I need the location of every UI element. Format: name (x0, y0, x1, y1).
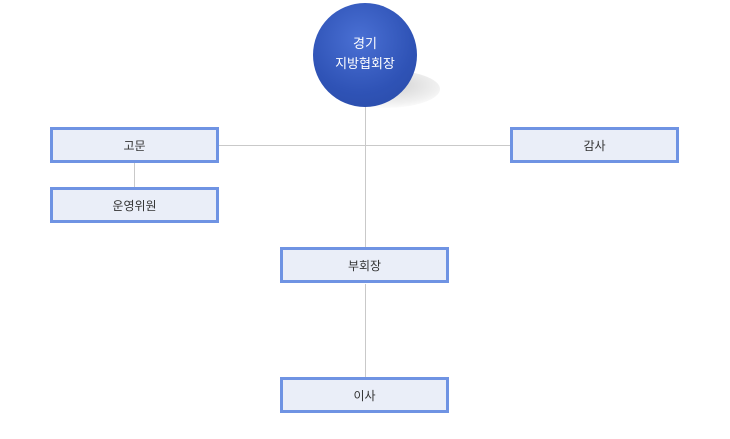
node-auditor-label: 감사 (583, 138, 606, 153)
node-vice-president: 부회장 (280, 247, 449, 283)
connector-advisor-committee (134, 163, 135, 187)
node-advisor-label: 고문 (123, 138, 146, 153)
connector-horizontal-branch (219, 145, 511, 146)
node-auditor: 감사 (510, 127, 679, 163)
root-node-title-line1: 경기 (353, 37, 377, 52)
node-director: 이사 (280, 377, 449, 413)
root-node-president: 경기 지방협회장 (313, 3, 417, 107)
connector-root-trunk (365, 104, 366, 247)
node-vice-president-label: 부회장 (347, 258, 382, 273)
node-committee-label: 운영위원 (112, 198, 157, 213)
root-node-title-line2: 지방협회장 (335, 57, 395, 72)
node-director-label: 이사 (353, 388, 376, 403)
node-committee: 운영위원 (50, 187, 219, 223)
node-advisor: 고문 (50, 127, 219, 163)
connector-vice-director (365, 284, 366, 377)
